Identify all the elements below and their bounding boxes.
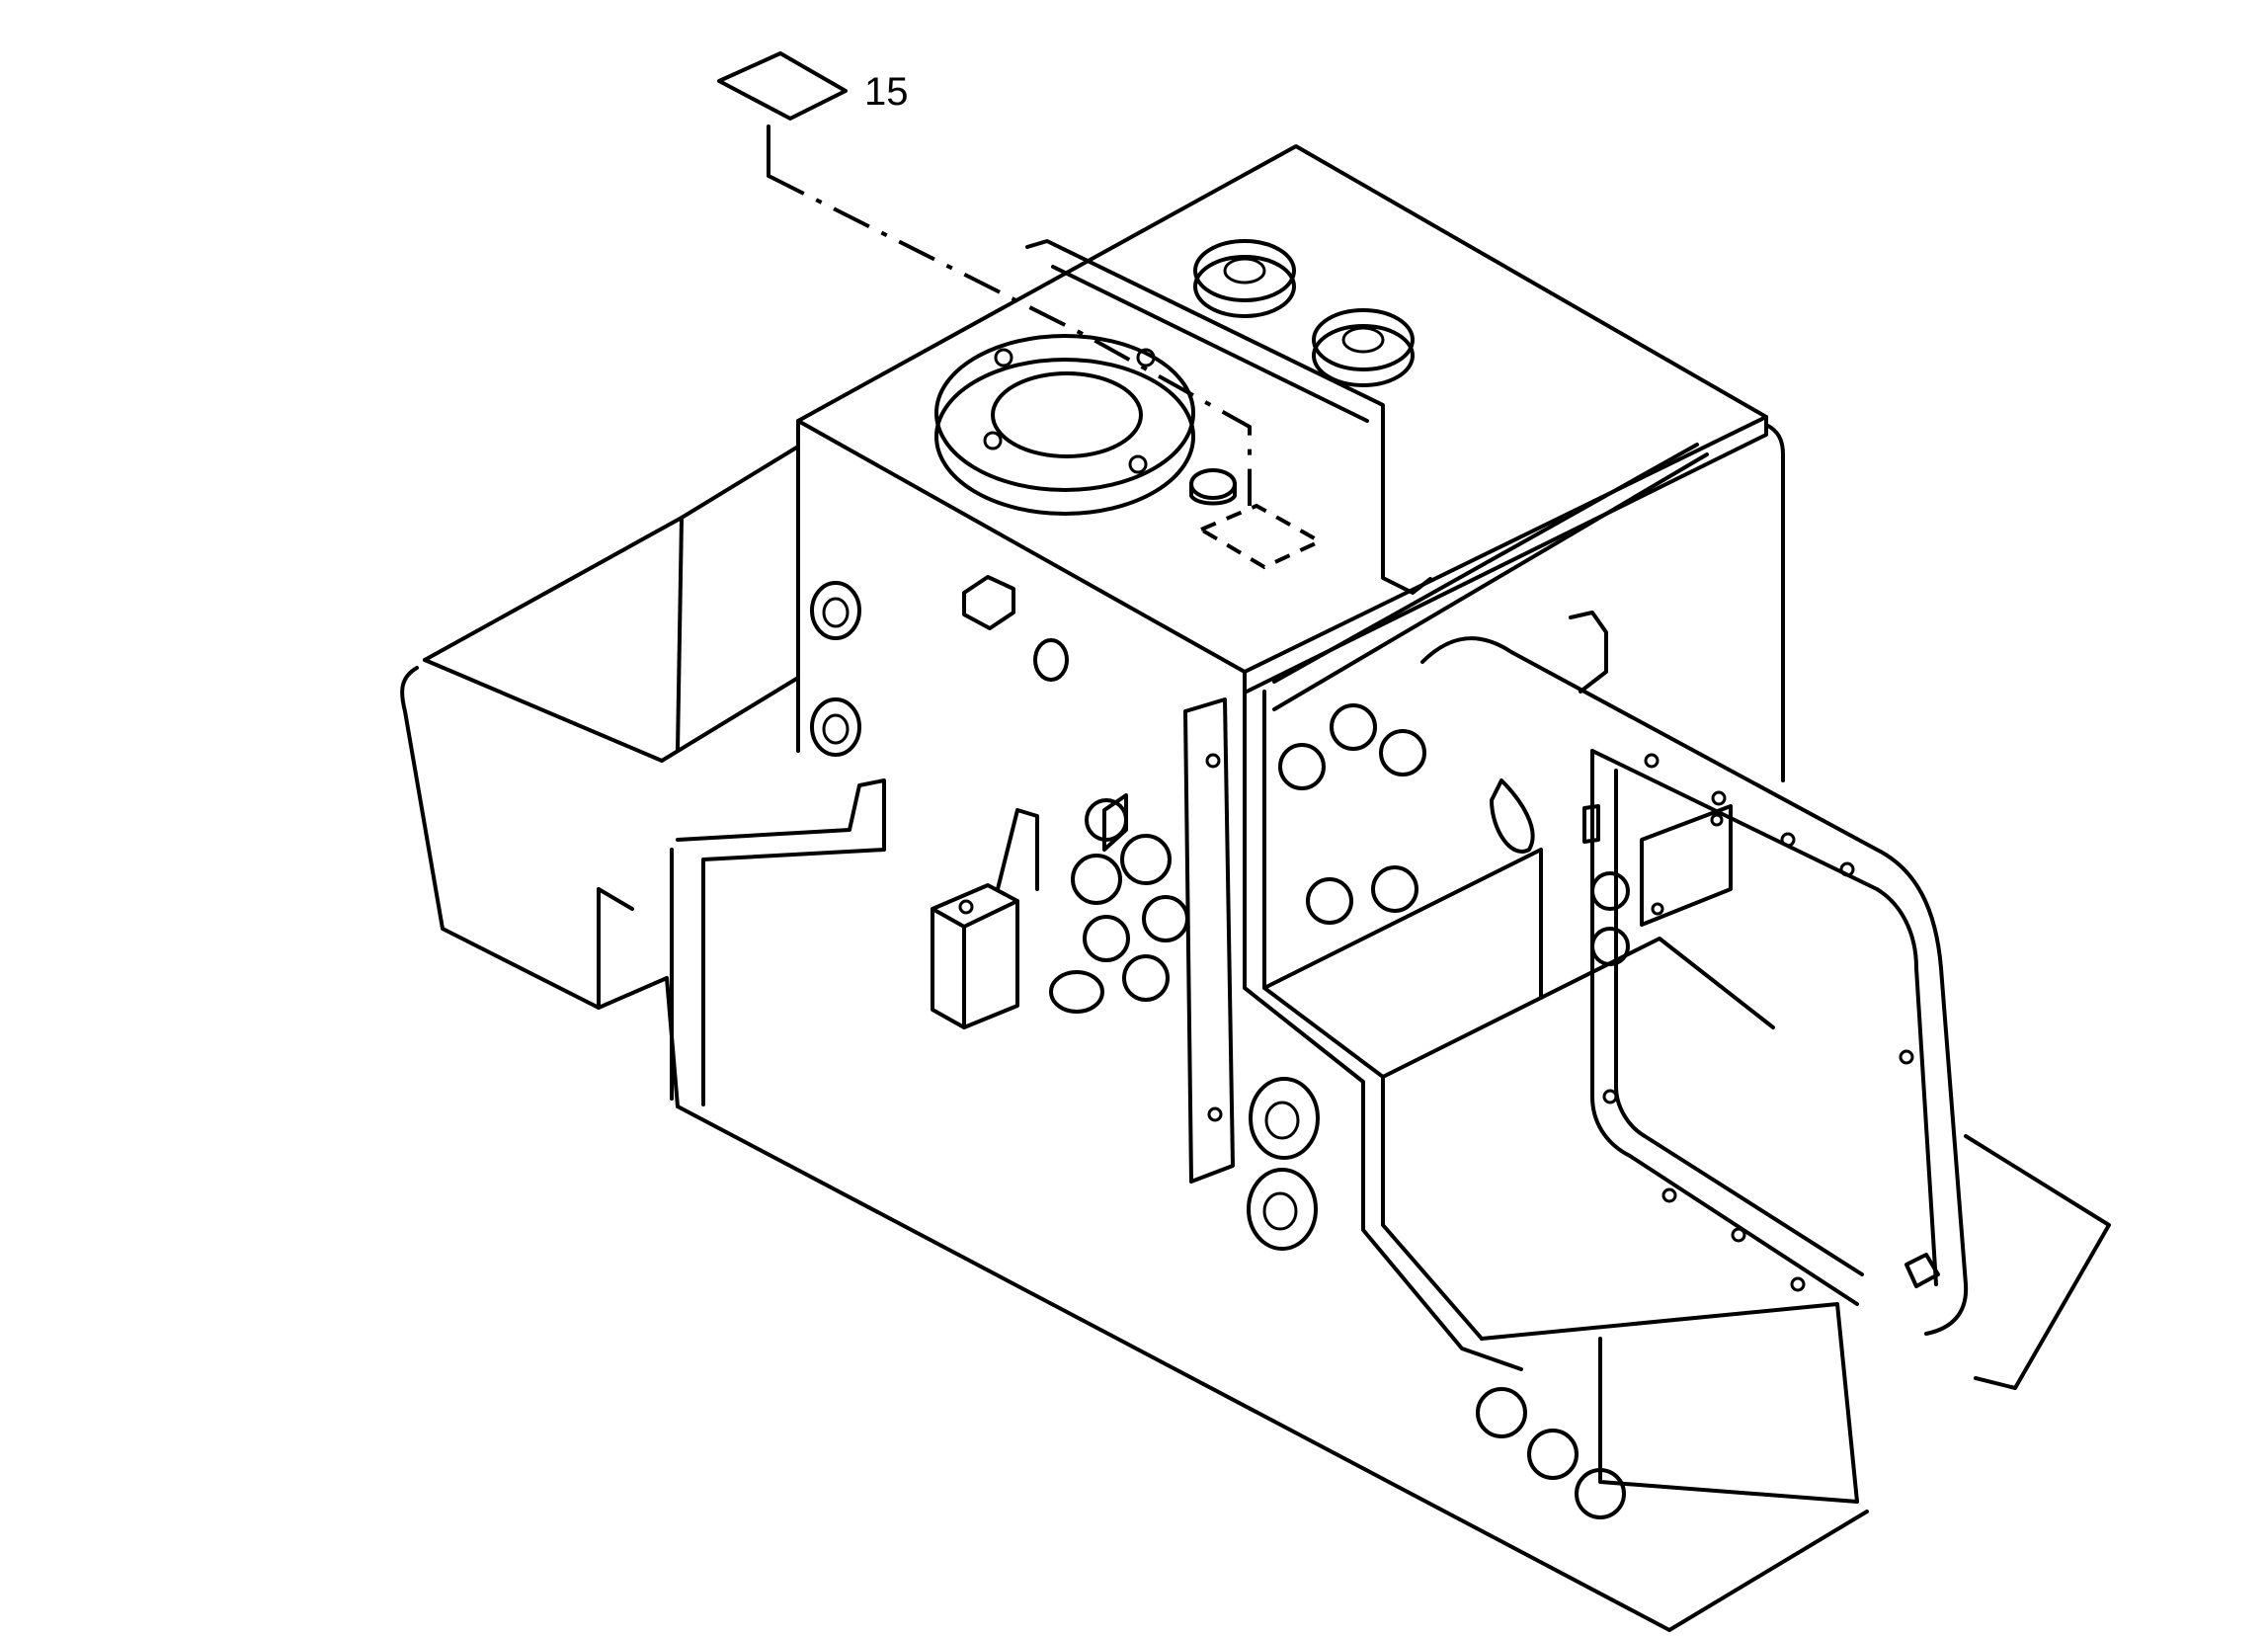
left-face-fittings (810, 575, 1128, 852)
step-grommets (1247, 1077, 1320, 1251)
valve-block (931, 808, 1039, 1029)
top-plug (1189, 468, 1237, 506)
lower-block-bolts (1476, 1253, 1940, 1519)
right-panel-fittings (1569, 611, 1733, 966)
frame-bolt-holes (1602, 753, 1914, 1292)
part-15-label-plate: 15 (717, 51, 909, 121)
hose-fittings-cluster (1049, 798, 1189, 1014)
callout-15-label: 15 (864, 70, 909, 114)
right-frame (1025, 239, 2111, 1504)
leader-line (767, 124, 1252, 506)
vertical-strap (1183, 697, 1235, 1184)
center-panel-fittings (1278, 703, 1535, 925)
label-mounting-outline (1196, 503, 1325, 570)
tank-body (400, 144, 1869, 1632)
filler-flange (934, 334, 1195, 516)
top-grommets (1193, 239, 1415, 387)
